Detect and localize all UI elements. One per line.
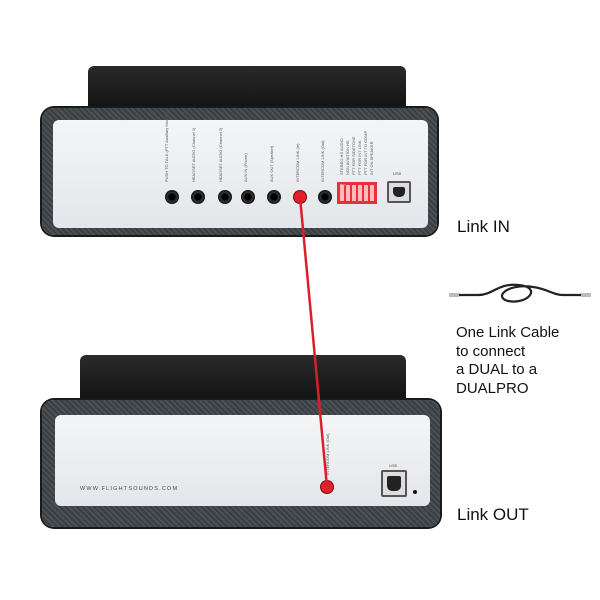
aux-in-jack <box>241 190 255 204</box>
usb-port <box>387 181 411 203</box>
dip-5[interactable] <box>364 185 368 201</box>
link-in-label: Link IN <box>457 217 510 236</box>
top-unit-chassis <box>88 66 406 112</box>
headset-1-jack <box>191 190 205 204</box>
aux-out-jack <box>267 190 281 204</box>
dip-4[interactable] <box>358 185 362 201</box>
link-line <box>298 196 329 488</box>
cable-note-line: to connect <box>456 342 526 360</box>
bottom-unit-faceplate <box>55 415 430 506</box>
link-out-label: Link OUT <box>457 505 529 524</box>
bottom-unit-chassis <box>80 355 406 405</box>
headset-2-jack <box>218 190 232 204</box>
cable-note-line: DUALPRO <box>456 379 529 397</box>
link-cable-picture <box>449 283 591 303</box>
dip-6[interactable] <box>370 185 374 201</box>
dip-3[interactable] <box>352 185 356 201</box>
usb-label: USB <box>389 463 398 468</box>
dip-1[interactable] <box>340 185 344 201</box>
top-unit-faceplate <box>53 120 428 228</box>
cable-note-line: One Link Cable <box>456 324 560 341</box>
led-indicator <box>413 490 417 494</box>
intercom-link-out-jack <box>318 190 332 204</box>
cable-note: One Link Cable to connect a DUAL to a DU… <box>456 324 559 398</box>
dip-on-label: ON <box>340 183 345 187</box>
cable-note-line: a DUAL to a <box>456 361 538 378</box>
usb-port <box>381 470 407 497</box>
dip-switch[interactable] <box>337 182 377 204</box>
website-text: WWW.FLIGHTSOUNDS.COM <box>80 486 179 492</box>
usb-label: USB <box>393 171 402 176</box>
ptt-jack <box>165 190 179 204</box>
dip-2[interactable] <box>346 185 350 201</box>
